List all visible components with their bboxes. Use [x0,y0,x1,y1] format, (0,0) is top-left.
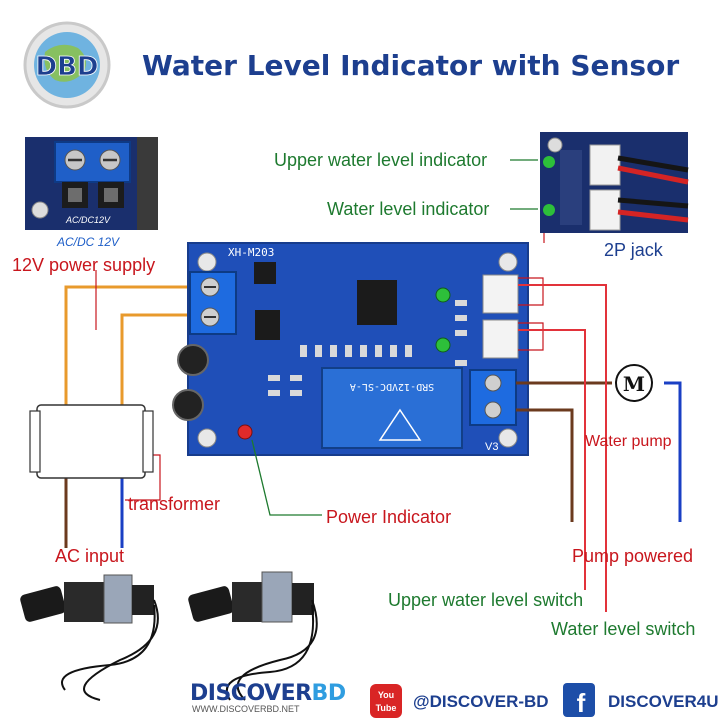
brand-right: BD [312,681,346,706]
page-title: Water Level Indicator with Sensor [142,49,679,82]
inset-jack-photo [540,132,689,233]
terminal-caption: AC/DC 12V [56,235,120,249]
brand-left: DISCOVER [190,681,312,706]
motor-symbol: M [615,364,653,402]
label-power-indicator: Power Indicator [326,507,451,527]
transformer [29,404,154,479]
pump-wires [516,233,682,612]
label-power-supply: 12V power supply [12,255,155,275]
pointer-lines [251,159,538,516]
float-switch-1 [20,574,159,701]
svg-text:Tube: Tube [376,703,397,713]
label-transformer: transformer [128,494,220,514]
float-switch-2 [188,571,318,701]
label-ac-input: AC input [55,546,124,566]
relay-text: SRD-12VDC-SL-A [350,381,434,392]
inset-terminal-label: AC/DC12V [65,215,111,225]
svg-text:f: f [577,688,586,718]
footer-brand: DISCOVERBD WWW.DISCOVERBD.NET [190,681,346,714]
inset-terminal-photo: AC/DC12V [25,137,158,230]
logo-text: DBD [36,52,99,82]
facebook-icon[interactable]: f [563,683,595,718]
svg-text:You: You [378,690,394,700]
power-wires [64,285,193,548]
youtube-handle[interactable]: @DISCOVER-BD [413,692,549,711]
label-level-indicator: Water level indicator [327,199,489,219]
label-level-switch: Water level switch [551,619,695,639]
label-upper-switch: Upper water level switch [388,590,583,610]
svg-text:DISCOVERBD: DISCOVERBD [190,681,346,706]
facebook-handle[interactable]: DISCOVER4U [608,692,719,711]
label-upper-indicator: Upper water level indicator [274,150,487,170]
youtube-icon[interactable]: You Tube [370,684,402,718]
xh-m203-board: XH-M203 SRD-12VDC-SL-A [172,242,529,456]
brand-website: WWW.DISCOVERBD.NET [192,704,300,714]
motor-label: M [623,372,645,396]
label-water-pump: Water pump [585,433,672,450]
v3-label: V3 [485,441,498,453]
dbd-logo: DBD [23,21,111,109]
label-2p-jack: 2P jack [604,240,664,260]
board-model-text: XH-M203 [228,246,274,259]
label-pump-powered: Pump powered [572,546,693,566]
